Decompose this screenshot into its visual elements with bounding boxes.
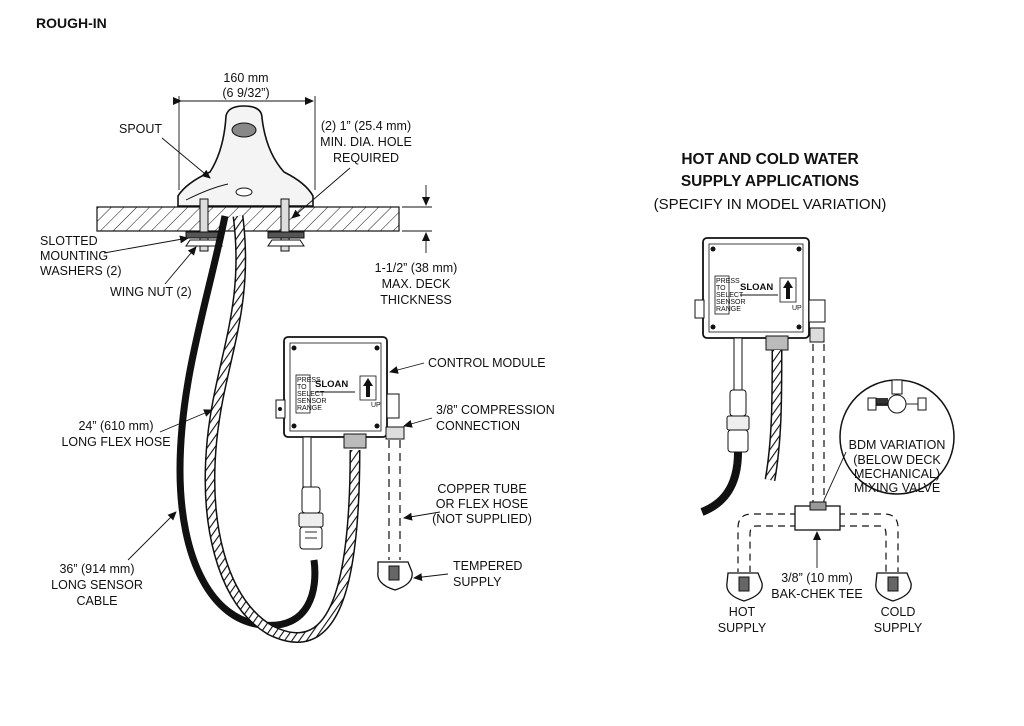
washers-label-2: MOUNTING	[40, 249, 108, 263]
module-right-side-text-2: TO	[716, 285, 726, 292]
module-side-text-1: PRESS	[297, 377, 321, 384]
sensor-window-icon	[235, 187, 253, 197]
supply-piping	[737, 344, 899, 572]
up-arrow-icon	[363, 378, 373, 397]
module-side-text-5: RANGE	[297, 405, 322, 412]
module-side-text-3: SELECT	[297, 391, 325, 398]
control-module: PRESS TO SELECT SENSOR RANGE SLOAN UP	[275, 336, 405, 488]
right-subtitle: (SPECIFY IN MODEL VARIATION)	[654, 196, 887, 213]
module-up-text: UP	[371, 402, 381, 409]
sensor-cable-label-2: LONG SENSOR	[51, 578, 143, 592]
sensor-cable	[176, 215, 319, 629]
right-title-1: HOT AND COLD WATER	[681, 151, 858, 168]
washers-label-3: WASHERS (2)	[40, 264, 122, 278]
washers-label-1: SLOTTED	[40, 234, 98, 248]
hot-label-2: SUPPLY	[718, 621, 767, 635]
cold-label-2: SUPPLY	[874, 621, 923, 635]
flex-hose-label-1: 24” (610 mm)	[78, 419, 153, 433]
flex-hose	[206, 215, 359, 642]
copper-label-2: OR FLEX HOSE	[436, 497, 528, 511]
compression-label-2: CONNECTION	[436, 419, 520, 433]
deck-label-1: 1-1/2” (38 mm)	[375, 261, 458, 275]
hole-label-2: MIN. DIA. HOLE	[320, 135, 412, 149]
sensor-cable-label-3: CABLE	[77, 594, 118, 608]
control-module-right: PRESS TO SELECT SENSOR RANGE SLOAN UP	[694, 237, 826, 391]
wing-nut-label: WING NUT (2)	[110, 285, 192, 299]
right-title-2: SUPPLY APPLICATIONS	[681, 173, 859, 190]
sensor-connector	[298, 486, 324, 550]
aerator-icon	[231, 122, 257, 138]
bdm-label-1: BDM VARIATION	[849, 438, 946, 452]
right-diagram: HOT AND COLD WATER SUPPLY APPLICATIONS (…	[654, 151, 955, 635]
hole-label-1: (2) 1” (25.4 mm)	[321, 119, 411, 133]
module-right-side-text-5: RANGE	[716, 306, 741, 313]
bdm-label-2: (BELOW DECK	[853, 453, 941, 467]
bdm-label-4: MIXING VALVE	[854, 481, 940, 495]
width-label-line2: (6 9/32”)	[222, 86, 269, 100]
flex-hose-label-2: LONG FLEX HOSE	[61, 435, 170, 449]
module-right-brand: SLOAN	[740, 282, 773, 293]
hot-label-1: HOT	[729, 605, 756, 619]
deck	[96, 206, 400, 232]
tee-label-2: BAK-CHEK TEE	[771, 587, 862, 601]
module-right-side-text-1: PRESS	[716, 278, 740, 285]
module-side-text-2: TO	[297, 384, 307, 391]
control-module-label: CONTROL MODULE	[428, 356, 546, 370]
tempered-label-2: SUPPLY	[453, 575, 502, 589]
spout-label: SPOUT	[119, 122, 162, 136]
module-right-side-text-3: SELECT	[716, 292, 744, 299]
cold-label-1: COLD	[881, 605, 916, 619]
deck-label-2: MAX. DECK	[382, 277, 451, 291]
section-title: ROUGH-IN	[36, 15, 107, 31]
compression-label-1: 3/8” COMPRESSION	[436, 403, 555, 417]
sensor-cable-label-1: 36” (914 mm)	[59, 562, 134, 576]
module-side-text-4: SENSOR	[297, 398, 327, 405]
deck-label-3: THICKNESS	[380, 293, 452, 307]
module-right-side-text-4: SENSOR	[716, 299, 746, 306]
module-right-up-text: UP	[792, 305, 802, 312]
tempered-label-1: TEMPERED	[453, 559, 522, 573]
width-label-line1: 160 mm	[223, 71, 268, 85]
up-arrow-right-icon	[783, 280, 793, 299]
bdm-label-3: MECHANICAL)	[854, 467, 940, 481]
copper-label-1: COPPER TUBE	[437, 482, 526, 496]
tee-label-1: 3/8” (10 mm)	[781, 571, 853, 585]
module-brand: SLOAN	[315, 379, 348, 390]
left-diagram: 160 mm (6 9/32”)	[40, 71, 555, 643]
bdm-mixing-valve-detail	[839, 379, 955, 495]
copper-label-3: (NOT SUPPLIED)	[432, 512, 532, 526]
mounting-hardware	[185, 198, 305, 252]
hole-label-3: REQUIRED	[333, 151, 399, 165]
